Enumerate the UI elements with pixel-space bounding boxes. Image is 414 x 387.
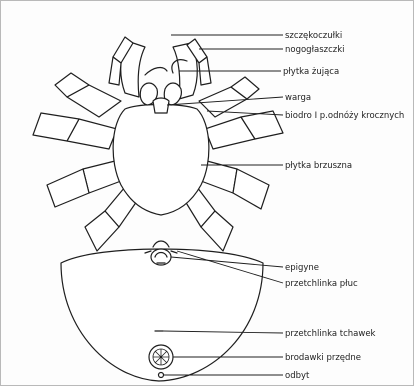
lip-plate bbox=[153, 98, 169, 113]
spinnerets bbox=[149, 345, 173, 369]
label-tracheal-slit: przetchlinka tchawek bbox=[285, 329, 376, 339]
label-lip: warga bbox=[285, 93, 311, 103]
label-sternum: płytka brzuszna bbox=[285, 161, 352, 171]
chelicerae bbox=[121, 41, 198, 99]
label-epigyne: epigyne bbox=[285, 263, 319, 273]
label-spinnerets: brodawki przędne bbox=[285, 353, 361, 363]
label-coxae: biodro I p.odnóży krocznych bbox=[285, 110, 404, 121]
label-pedipalps: nogogłaszczki bbox=[285, 45, 345, 55]
label-chelicerae: szczękoczułki bbox=[285, 31, 342, 41]
anus bbox=[159, 373, 164, 378]
label-lung-slit: przetchlinka płuc bbox=[285, 279, 358, 289]
label-anus: odbyt bbox=[285, 371, 310, 381]
label-chewing-plate: płytka żująca bbox=[283, 67, 339, 77]
